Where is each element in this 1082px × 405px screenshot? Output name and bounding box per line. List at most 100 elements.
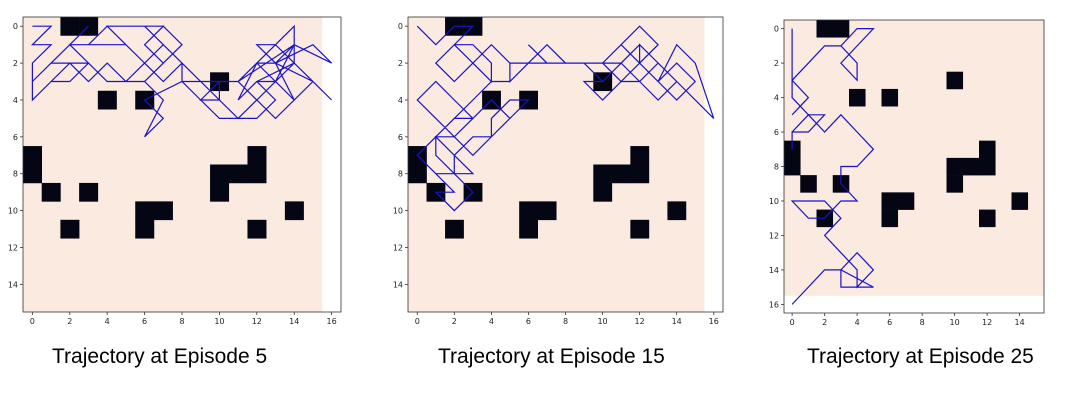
y-tick-label: 16 xyxy=(769,300,779,309)
obstacle-cell xyxy=(881,192,899,210)
y-tick-label: 14 xyxy=(393,280,403,289)
x-tick-label: 12 xyxy=(982,318,992,327)
caption-episode-5: Trajectory at Episode 5 xyxy=(52,345,268,368)
y-tick-label: 6 xyxy=(774,128,779,137)
x-tick-label: 16 xyxy=(327,317,337,326)
obstacle-cell xyxy=(881,209,899,228)
obstacle-cell xyxy=(79,182,99,202)
x-tick-label: 14 xyxy=(672,317,682,326)
y-tick-label: 6 xyxy=(398,133,403,142)
obstacle-cell xyxy=(135,201,155,221)
obstacle-cell xyxy=(247,146,267,165)
obstacle-cell xyxy=(210,164,230,184)
y-tick-label: 4 xyxy=(774,94,779,103)
x-tick-label: 2 xyxy=(822,318,827,327)
x-tick-label: 10 xyxy=(950,318,960,327)
obstacle-cell xyxy=(979,140,996,159)
y-tick-label: 10 xyxy=(393,207,403,216)
obstacle-cell xyxy=(946,71,964,90)
y-tick-label: 12 xyxy=(8,243,18,252)
y-tick-label: 10 xyxy=(769,197,779,206)
y-tick-label: 0 xyxy=(398,22,403,31)
x-tick-label: 8 xyxy=(920,318,925,327)
obstacle-cell xyxy=(849,88,866,107)
obstacle-cell xyxy=(519,219,539,239)
obstacle-cell xyxy=(630,219,650,239)
x-tick-label: 6 xyxy=(887,318,892,327)
obstacle-cell xyxy=(946,157,964,176)
obstacle-cell xyxy=(784,140,801,159)
x-tick-label: 10 xyxy=(214,317,224,326)
obstacle-cell xyxy=(667,201,687,221)
x-tick-label: 16 xyxy=(709,317,719,326)
y-tick-label: 2 xyxy=(398,59,403,68)
obstacle-cell xyxy=(946,175,964,193)
y-tick-label: 6 xyxy=(13,133,18,142)
x-tick-label: 12 xyxy=(635,317,645,326)
obstacle-cell xyxy=(60,17,80,36)
obstacle-cell xyxy=(784,157,801,176)
obstacle-cell xyxy=(979,209,996,228)
x-tick-label: 0 xyxy=(790,318,795,327)
obstacle-cell xyxy=(445,219,464,239)
obstacle-cell xyxy=(23,164,43,184)
x-tick-label: 0 xyxy=(415,317,420,326)
obstacle-cell xyxy=(284,201,304,221)
obstacle-cell xyxy=(135,219,155,239)
x-tick-label: 6 xyxy=(142,317,147,326)
grid-background xyxy=(408,17,705,312)
x-tick-label: 8 xyxy=(179,317,184,326)
caption-episode-15: Trajectory at Episode 15 xyxy=(438,345,665,368)
grid-background xyxy=(784,20,1044,296)
obstacle-cell xyxy=(41,182,61,202)
obstacle-cell xyxy=(408,164,427,184)
obstacle-cell xyxy=(23,146,43,165)
obstacle-cell xyxy=(593,182,613,202)
x-tick-label: 4 xyxy=(489,317,494,326)
obstacle-cell xyxy=(897,192,915,210)
y-tick-label: 2 xyxy=(13,59,18,68)
obstacle-cell xyxy=(881,88,899,107)
y-tick-label: 14 xyxy=(8,280,18,289)
obstacle-cell xyxy=(247,219,267,239)
x-tick-label: 4 xyxy=(105,317,110,326)
obstacle-cell xyxy=(832,20,850,38)
caption-episode-25: Trajectory at Episode 25 xyxy=(807,345,1034,368)
x-tick-label: 2 xyxy=(67,317,72,326)
x-tick-label: 4 xyxy=(855,318,860,327)
obstacle-cell xyxy=(962,157,980,176)
y-tick-label: 8 xyxy=(398,170,403,179)
x-tick-label: 0 xyxy=(30,317,35,326)
obstacle-cell xyxy=(1011,192,1029,210)
obstacle-cell xyxy=(979,157,996,176)
obstacle-cell xyxy=(97,90,117,110)
obstacle-cell xyxy=(611,164,631,184)
obstacle-cell xyxy=(630,164,650,184)
obstacle-cell xyxy=(593,164,613,184)
obstacle-cell xyxy=(247,164,267,184)
obstacle-cell xyxy=(537,201,557,221)
trajectory-line xyxy=(790,28,875,305)
obstacle-cell xyxy=(210,182,230,202)
obstacle-cell xyxy=(816,20,834,38)
x-tick-label: 8 xyxy=(563,317,568,326)
obstacle-cell xyxy=(153,201,173,221)
y-tick-label: 0 xyxy=(13,22,18,31)
y-tick-label: 10 xyxy=(8,207,18,216)
obstacle-cell xyxy=(800,175,817,193)
y-tick-label: 0 xyxy=(774,25,779,34)
x-tick-label: 12 xyxy=(252,317,262,326)
y-tick-label: 12 xyxy=(393,243,403,252)
obstacle-cell xyxy=(630,146,650,165)
x-tick-label: 14 xyxy=(1015,318,1025,327)
obstacle-cell xyxy=(519,201,539,221)
x-tick-label: 14 xyxy=(289,317,299,326)
y-tick-label: 12 xyxy=(769,231,779,240)
y-tick-label: 8 xyxy=(13,170,18,179)
x-tick-label: 6 xyxy=(526,317,531,326)
